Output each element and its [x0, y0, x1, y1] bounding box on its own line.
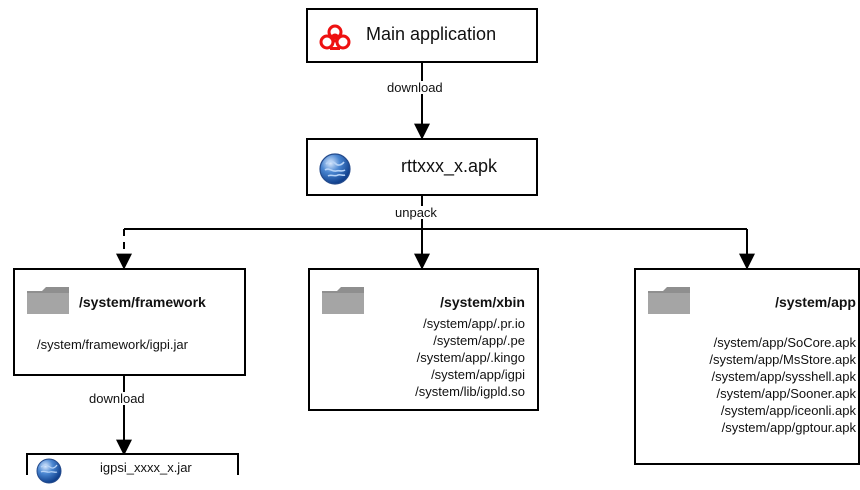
jar-label: igpsi_xxxx_x.jar	[100, 460, 192, 475]
xbin-item-2: /system/app/.kingo	[416, 350, 525, 365]
xbin-node: /system/xbin /system/app/.pr.io /system/…	[308, 268, 539, 411]
globe-icon	[35, 457, 63, 490]
edge-label-download-bottom: download	[88, 391, 146, 406]
globe-icon	[318, 152, 352, 191]
framework-item: /system/framework/igpi.jar	[37, 337, 188, 352]
jar-node: igpsi_xxxx_x.jar	[26, 453, 239, 484]
framework-node: /system/framework /system/framework/igpi…	[13, 268, 246, 376]
apk-node: rttxxx_x.apk	[306, 138, 538, 196]
app-item-4: /system/app/iceonli.apk	[720, 403, 856, 418]
edge-label-download-top: download	[386, 80, 444, 95]
folder-icon	[320, 283, 366, 322]
folder-icon	[25, 283, 71, 322]
app-item-1: /system/app/MsStore.apk	[709, 352, 856, 367]
framework-title: /system/framework	[79, 294, 206, 310]
xbin-item-4: /system/lib/igpld.so	[415, 384, 525, 399]
xbin-item-3: /system/app/igpi	[431, 367, 525, 382]
xbin-item-0: /system/app/.pr.io	[423, 316, 525, 331]
app-node: /system/app /system/app/SoCore.apk /syst…	[634, 268, 860, 465]
app-title: /system/app	[775, 294, 856, 310]
app-item-5: /system/app/gptour.apk	[721, 420, 856, 435]
apk-label: rttxxx_x.apk	[401, 156, 498, 176]
app-item-2: /system/app/sysshell.apk	[711, 369, 856, 384]
app-item-0: /system/app/SoCore.apk	[713, 335, 856, 350]
xbin-title: /system/xbin	[440, 294, 525, 310]
biohazard-icon	[318, 22, 352, 57]
app-item-3: /system/app/Sooner.apk	[716, 386, 856, 401]
xbin-item-1: /system/app/.pe	[433, 333, 525, 348]
main-application-node: Main application	[306, 8, 538, 63]
main-application-label: Main application	[366, 24, 497, 44]
folder-icon	[646, 283, 692, 322]
edge-label-unpack: unpack	[394, 205, 438, 220]
